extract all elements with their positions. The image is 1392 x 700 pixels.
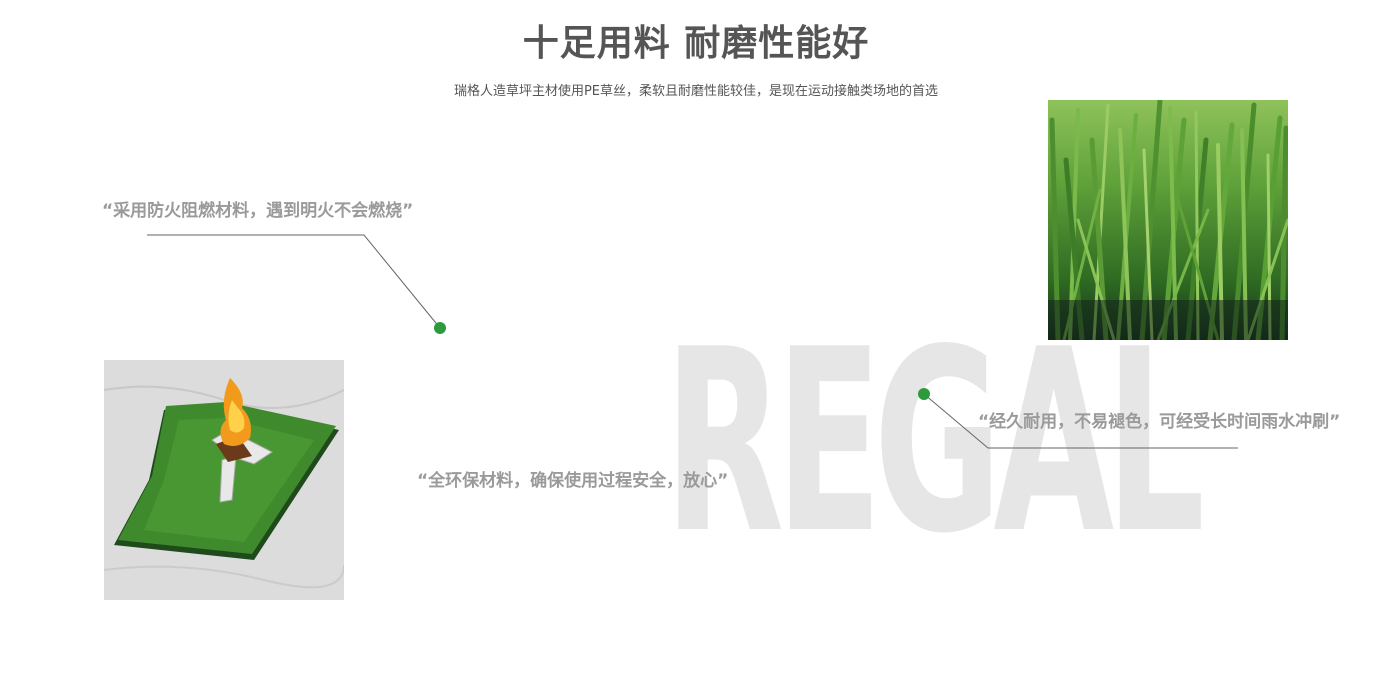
feature-dot-1 <box>434 322 446 334</box>
feature-fireproof-text: “采用防火阻燃材料，遇到明火不会燃烧” <box>102 201 414 221</box>
brand-watermark: REGAL <box>664 296 1205 589</box>
feature-durable-text: “经久耐用，不易褪色，可经受长时间雨水冲刷” <box>978 412 1341 432</box>
connector-line-1 <box>147 234 441 329</box>
page-title: 十足用料 耐磨性能好 <box>522 23 870 64</box>
feature-eco-safe-text: “全环保材料，确保使用过程安全，放心” <box>417 471 729 491</box>
grass-closeup-photo <box>1048 100 1288 340</box>
page-subtitle: 瑞格人造草坪主材使用PE草丝，柔软且耐磨性能较佳，是现在运动接触类场地的首选 <box>453 84 939 99</box>
burning-turf-sample-photo <box>104 360 344 600</box>
